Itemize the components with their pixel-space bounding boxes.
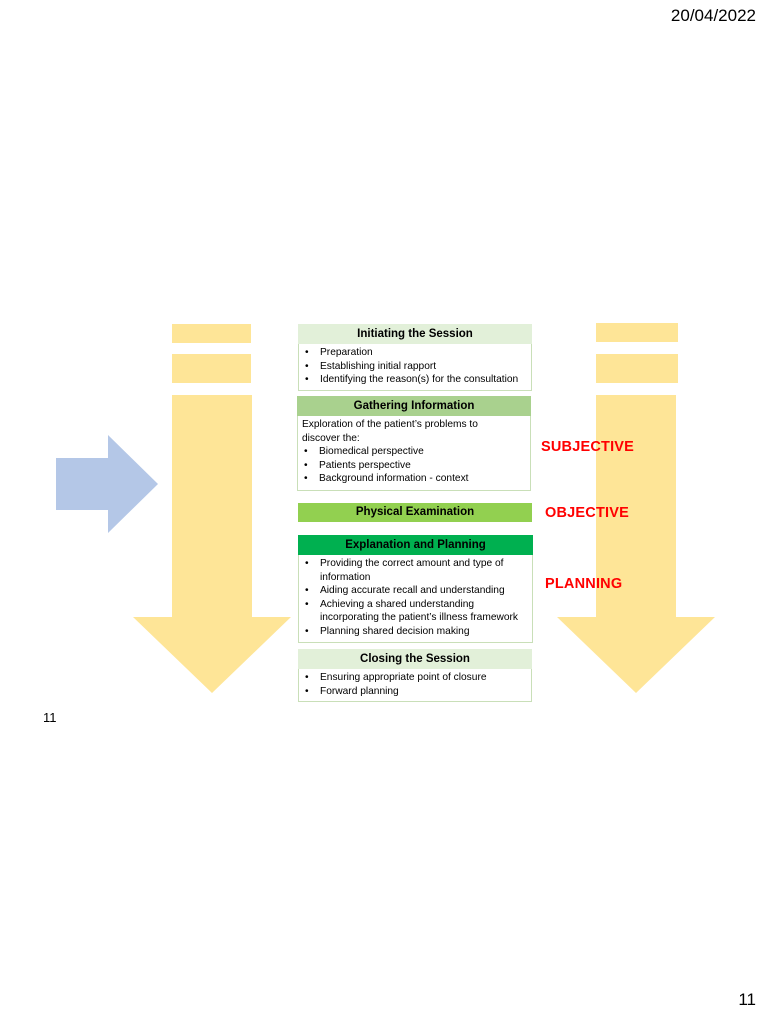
list-item: Forward planning [303, 685, 527, 699]
step-explanation-body: Providing the correct amount and type of… [298, 555, 533, 643]
page-date: 20/04/2022 [670, 6, 756, 25]
step-initiating-title: Initiating the Session [298, 324, 532, 344]
left-bar-second [172, 354, 251, 383]
step-physical-title: Physical Examination [298, 503, 532, 522]
step-gathering-information: Gathering Information Exploration of the… [297, 396, 531, 491]
step-physical-examination: Physical Examination [298, 503, 532, 522]
list-item: Aiding accurate recall and understanding [303, 584, 528, 598]
left-down-arrow-icon [133, 395, 291, 693]
step-explanation-title: Explanation and Planning [298, 535, 533, 555]
step-initiating-body: Preparation Establishing initial rapport… [298, 344, 532, 391]
right-bar-top [596, 323, 678, 342]
step-closing-title: Closing the Session [298, 649, 532, 669]
list-item: Establishing initial rapport [303, 360, 527, 374]
slide-number: 11 [43, 710, 57, 725]
list-item: Providing the correct amount and type of… [303, 557, 528, 584]
step-explanation-planning: Explanation and Planning Providing the c… [298, 535, 533, 643]
label-objective: OBJECTIVE [545, 505, 629, 521]
list-item: Planning shared decision making [303, 625, 528, 639]
right-bar-second [596, 354, 678, 383]
left-bar-top [172, 324, 251, 343]
list-item: Identifying the reason(s) for the consul… [303, 373, 527, 387]
list-item: Patients perspective [302, 459, 526, 473]
page-number: 11 [738, 990, 756, 1009]
list-item: Biomedical perspective [302, 445, 526, 459]
step-gathering-title: Gathering Information [297, 396, 531, 416]
list-item: Preparation [303, 346, 527, 360]
label-planning: PLANNING [545, 576, 623, 592]
label-subjective: SUBJECTIVE [541, 439, 635, 455]
step-gathering-intro: Exploration of the patient’s problems to… [302, 419, 478, 444]
step-gathering-body: Exploration of the patient’s problems to… [297, 416, 531, 491]
step-closing-session: Closing the Session Ensuring appropriate… [298, 649, 532, 703]
right-down-arrow-icon [557, 395, 715, 693]
step-closing-body: Ensuring appropriate point of closure Fo… [298, 669, 532, 703]
step-initiating-session: Initiating the Session Preparation Estab… [298, 324, 532, 391]
right-arrow-icon [56, 435, 158, 533]
list-item: Achieving a shared understanding incorpo… [303, 598, 528, 625]
list-item: Ensuring appropriate point of closure [303, 671, 527, 685]
list-item: Background information - context [302, 472, 526, 486]
